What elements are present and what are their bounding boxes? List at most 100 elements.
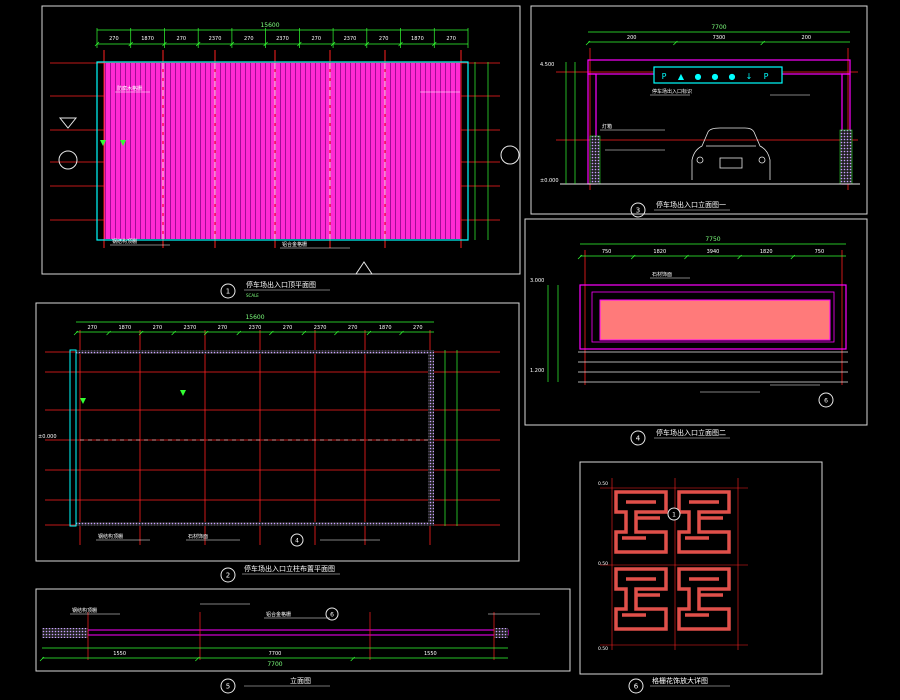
d1-dim-1: 1870 xyxy=(141,36,154,42)
d1-tick-1 xyxy=(128,41,133,47)
d2-tick-3 xyxy=(171,330,176,336)
frame-drawing-5 xyxy=(35,588,571,672)
d1-tick-7 xyxy=(330,41,336,47)
d3-title: 停车场出入口立面图一 xyxy=(656,200,726,209)
d3-dim-2: 200 xyxy=(802,35,812,41)
d2-level: ±0.000 xyxy=(38,434,57,440)
d2-dim-1: 1870 xyxy=(118,325,131,331)
d5-tick-0 xyxy=(39,656,45,662)
sign-icon-4: ● xyxy=(729,72,736,81)
d1-note-1: 钢结构顶棚 xyxy=(112,238,137,245)
d2-detail-tag: 4 xyxy=(295,538,299,545)
d2-dim-10: 270 xyxy=(413,325,423,331)
d3-tick-1 xyxy=(673,40,678,46)
d3-tick-0 xyxy=(585,40,591,46)
d2-dim-0: 270 xyxy=(87,325,97,331)
lattice-cell-2 xyxy=(614,567,668,631)
d2-overall-dim: 15600 xyxy=(245,314,264,321)
d6-dim-3: 0.50 xyxy=(598,646,608,652)
d6-title: 格栅花饰放大详图 xyxy=(652,676,708,685)
frame-drawing-2 xyxy=(35,302,520,562)
d4-tick-0 xyxy=(577,254,583,260)
d5-note-2: 铝合金格栅 xyxy=(266,611,291,618)
drawing-6-lattice-detail: 1 0.50 0.50 0.50 6 格栅花饰放大详图 xyxy=(598,478,748,694)
sign-icon-2: ● xyxy=(695,72,702,81)
d1-number: 1 xyxy=(226,288,230,296)
d1-dim-7: 2370 xyxy=(344,36,357,42)
d5-title: 立面图 xyxy=(290,676,311,685)
d1-scale-label: SCALE xyxy=(246,293,259,298)
d2-dim-2: 270 xyxy=(153,325,163,331)
frame-drawing-6 xyxy=(579,461,823,675)
d2-tick-0 xyxy=(73,330,79,336)
d2-tick-9 xyxy=(366,330,372,336)
d2-tick-6 xyxy=(269,330,274,336)
d4-title: 停车场出入口立面图二 xyxy=(656,428,726,437)
d1-tick-6 xyxy=(297,41,302,47)
d1-tick-10 xyxy=(432,41,437,47)
d3-note-2: 停车场出入口标识 xyxy=(652,88,692,95)
sign-icon-1: ▲ xyxy=(678,72,685,81)
d2-dim-6: 270 xyxy=(283,325,293,331)
d4-dim-4: 750 xyxy=(815,249,825,255)
d3-overall-dim: 7700 xyxy=(711,24,726,31)
d4-tick-4 xyxy=(790,254,796,260)
lattice-bar-0 xyxy=(622,516,660,540)
d5-note-1: 钢结构顶棚 xyxy=(72,607,97,614)
sign-panel-fill xyxy=(599,299,831,341)
d1-dim-8: 270 xyxy=(379,36,389,42)
d4-overall-dim: 7750 xyxy=(705,236,720,243)
d1-tick-3 xyxy=(195,41,201,47)
d3-number: 3 xyxy=(636,207,640,215)
d4-tick-1 xyxy=(630,254,636,260)
d1-dim-6: 270 xyxy=(311,36,321,42)
lattice-cell-0 xyxy=(614,490,668,554)
d1-title: 停车场出入口顶平面图 xyxy=(246,280,316,289)
d6-dim-1: 0.50 xyxy=(598,481,608,487)
d1-note-3: 防腐木格栅 xyxy=(117,85,142,92)
d1-note-2: 铝合金格栅 xyxy=(282,241,307,248)
d3-tick-2 xyxy=(760,40,765,46)
lattice-bar-3 xyxy=(685,593,723,617)
d2-tick-7 xyxy=(301,330,307,336)
d1-dim-3: 2370 xyxy=(209,36,222,42)
d4-dim-1: 1820 xyxy=(653,249,666,255)
d3-note-1: 灯箱 xyxy=(602,123,612,130)
sign-icon-6: P xyxy=(764,72,769,81)
d3-dim-1: 7300 xyxy=(713,35,726,41)
d5-dim-2: 1550 xyxy=(424,651,437,657)
lattice-cell-1 xyxy=(677,490,731,554)
d2-tick-5 xyxy=(236,330,241,336)
d4-dim-0: 750 xyxy=(602,249,612,255)
sign-icon-5: ↓ xyxy=(746,72,753,81)
d2-title: 停车场出入口立柱布置平面图 xyxy=(244,564,335,573)
d2-tick-1 xyxy=(106,330,111,336)
d1-dim-0: 270 xyxy=(109,36,119,42)
lattice-cell-3 xyxy=(677,567,731,631)
d1-tick-9 xyxy=(398,41,403,47)
d1-dim-2: 270 xyxy=(177,36,187,42)
d2-tick-8 xyxy=(334,330,339,336)
d2-dim-4: 270 xyxy=(218,325,228,331)
sign-icon-0: P xyxy=(662,72,667,81)
d2-dim-3: 2370 xyxy=(184,325,197,331)
d4-detail-tag: 6 xyxy=(824,398,828,405)
d1-tick-0 xyxy=(94,41,100,47)
d1-dim-5: 2370 xyxy=(276,36,289,42)
d2-dim-8: 270 xyxy=(348,325,358,331)
d5-overall-dim: 7700 xyxy=(267,661,282,668)
d4-note-1: 石材饰面 xyxy=(652,271,672,278)
d1-title-circle xyxy=(220,283,236,299)
d1-dim-10: 270 xyxy=(446,36,456,42)
frame-drawing-1 xyxy=(41,5,521,275)
d1-tick-8 xyxy=(364,41,370,47)
lattice-bar-1 xyxy=(685,516,723,540)
d6-detail-tag: 1 xyxy=(672,512,676,519)
d4-dim-3: 1820 xyxy=(760,249,773,255)
